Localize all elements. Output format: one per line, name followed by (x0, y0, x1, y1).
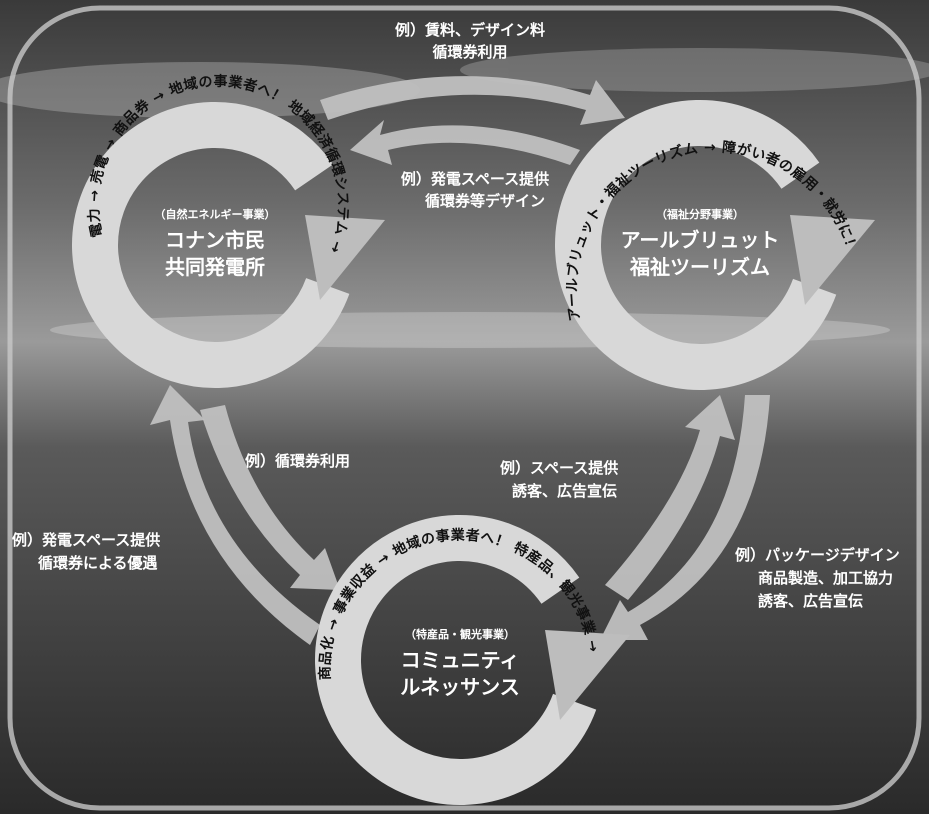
flow-arrow-top-left (350, 120, 580, 165)
flow-arrow-mid-left-down (200, 405, 340, 590)
svg-text:例）発電スペース提供: 例）発電スペース提供 (401, 170, 549, 188)
cycle-community-title-line2: ルネッサンス (400, 675, 520, 699)
flow-label-bottom-right: 例）パッケージデザイン 商品製造、加工協力 誘客、広告宣伝 (735, 546, 900, 610)
flow-label-top-left: 例）発電スペース提供 循環券等デザイン (401, 170, 549, 210)
cycle-power-arrowhead (305, 215, 385, 300)
svg-text:循環券利用: 循環券利用 (432, 43, 507, 61)
cycle-welfare-arrowhead (790, 215, 875, 305)
svg-text:商品製造、加工協力: 商品製造、加工協力 (758, 569, 893, 587)
svg-text:例）賃料、デザイン料: 例）賃料、デザイン料 (395, 21, 545, 39)
cycle-community-arrowhead (545, 630, 630, 720)
svg-text:例）パッケージデザイン: 例）パッケージデザイン (735, 546, 900, 564)
flow-label-mid-left: 例）循環券利用 (245, 452, 350, 470)
cycle-welfare-title-line2: 福祉ツーリズム (629, 255, 770, 279)
cloud-band (0, 48, 929, 348)
cycle-power-category: （自然エネルギー事業） (155, 207, 276, 221)
svg-text:循環券等デザイン: 循環券等デザイン (425, 192, 545, 210)
cycle-power-title-line1: コナン市民 (165, 228, 265, 252)
cycle-community-title-line1: コミュニティ (401, 648, 520, 672)
cycle-community-category: （特産品・観光事業） (405, 627, 515, 641)
cycle-power-title-line2: 共同発電所 (165, 255, 265, 279)
svg-text:循環券による優遇: 循環券による優遇 (38, 554, 158, 572)
flow-label-bottom-left: 例）発電スペース提供 循環券による優遇 (12, 531, 160, 572)
flow-arrow-top-right (320, 76, 625, 125)
svg-text:例）スペース提供: 例）スペース提供 (500, 459, 618, 477)
svg-text:例）発電スペース提供: 例）発電スペース提供 (12, 531, 160, 549)
flow-label-top-right: 例）賃料、デザイン料 循環券利用 (395, 21, 545, 61)
flow-arrow-left-up (150, 385, 320, 645)
svg-text:例）循環券利用: 例）循環券利用 (245, 452, 350, 470)
svg-text:誘客、広告宣伝: 誘客、広告宣伝 (512, 482, 617, 500)
outer-rounded-frame (7, 5, 922, 811)
flow-label-mid-right: 例）スペース提供 誘客、広告宣伝 (500, 459, 618, 500)
svg-text:誘客、広告宣伝: 誘客、広告宣伝 (758, 592, 863, 610)
cycle-welfare-category: （福祉分野事業） (656, 207, 744, 221)
flow-arrow-mid-right-up (605, 395, 735, 600)
flow-arrow-right-down (600, 395, 770, 640)
cycle-welfare-title-line1: アールブリュット (621, 228, 780, 252)
